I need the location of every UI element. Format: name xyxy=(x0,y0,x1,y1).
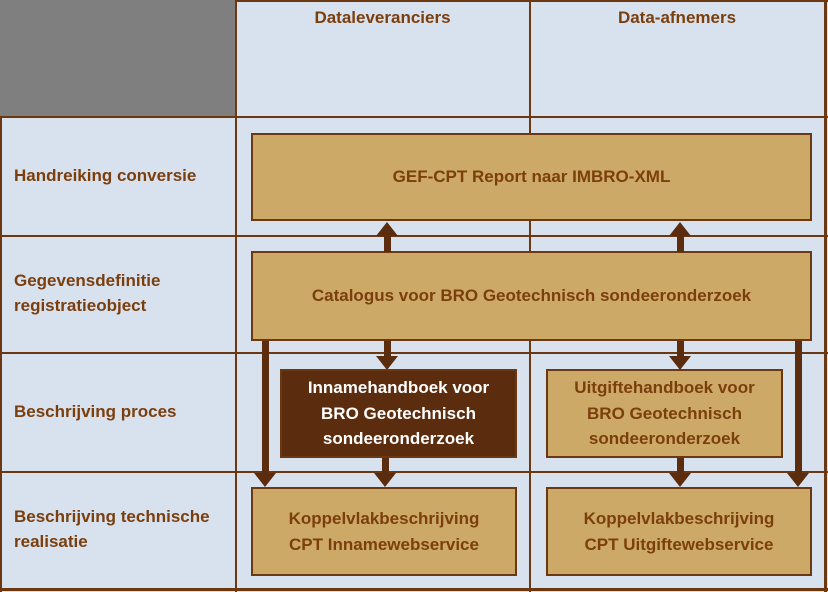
column-header-data-afnemers: Data-afnemers xyxy=(617,8,737,27)
arrow-shaft xyxy=(676,458,684,474)
row-label-beschrijving-technische-realisatie: Beschrijving technische realisatie xyxy=(14,507,210,551)
grid-vertical-line-1 xyxy=(235,0,237,592)
arrow-head xyxy=(669,473,691,487)
grid-horizontal-line-2 xyxy=(0,235,828,237)
arrow-up-icon xyxy=(376,222,398,252)
outer-border-left xyxy=(0,116,2,592)
box-koppelvlakbeschrijving-cpt-uitgiftewebservice: Koppelvlakbeschrijving CPT Uitgiftewebse… xyxy=(546,487,812,576)
arrow-shaft xyxy=(676,235,684,252)
arrow-down-long-icon xyxy=(254,341,276,487)
arrow-up-icon xyxy=(669,222,691,252)
arrow-head xyxy=(376,356,398,370)
grid-horizontal-line-4 xyxy=(0,471,828,473)
corner-cell xyxy=(0,0,235,116)
arrow-shaft xyxy=(381,458,389,474)
outer-border-top xyxy=(235,0,828,2)
arrow-down-icon xyxy=(376,341,398,370)
arrow-shaft xyxy=(261,341,269,474)
arrow-head xyxy=(374,473,396,487)
arrow-down-icon xyxy=(669,341,691,370)
column-header-dataleveranciers: Dataleveranciers xyxy=(314,8,451,27)
arrow-down-long-icon xyxy=(787,341,809,487)
arrow-head xyxy=(376,222,398,236)
outer-border-right xyxy=(824,0,827,592)
grid-horizontal-line-3 xyxy=(0,352,828,354)
grid-horizontal-line-1 xyxy=(0,116,828,118)
row-label-beschrijving-proces: Beschrijving proces xyxy=(14,401,177,421)
box-innamehandboek-highlighted: Innamehandboek voor BRO Geotechnisch son… xyxy=(280,369,517,458)
arrow-shaft xyxy=(676,341,684,357)
box-uitgiftehandboek: Uitgiftehandboek voor BRO Geotechnisch s… xyxy=(546,369,783,458)
outer-border-bottom xyxy=(0,588,828,591)
arrow-shaft xyxy=(383,341,391,357)
arrow-head xyxy=(254,473,276,487)
row-label-gegevensdefinitie-registratieobject: Gegevensdefinitie registratieobject xyxy=(14,271,161,315)
arrow-head xyxy=(669,356,691,370)
arrow-head xyxy=(669,222,691,236)
arrow-head xyxy=(787,473,809,487)
box-gef-cpt-report-naar-imbro-xml: GEF-CPT Report naar IMBRO-XML xyxy=(251,133,812,221)
arrow-down-icon xyxy=(374,458,396,487)
box-koppelvlakbeschrijving-cpt-innamewebservice: Koppelvlakbeschrijving CPT Innamewebserv… xyxy=(251,487,517,576)
box-catalogus-bro-geotechnisch-sondeeronderzoek: Catalogus voor BRO Geotechnisch sondeero… xyxy=(251,251,812,341)
row-label-handreiking-conversie: Handreiking conversie xyxy=(14,165,197,185)
arrow-shaft xyxy=(794,341,802,474)
arrow-down-icon xyxy=(669,458,691,487)
arrow-shaft xyxy=(383,235,391,252)
